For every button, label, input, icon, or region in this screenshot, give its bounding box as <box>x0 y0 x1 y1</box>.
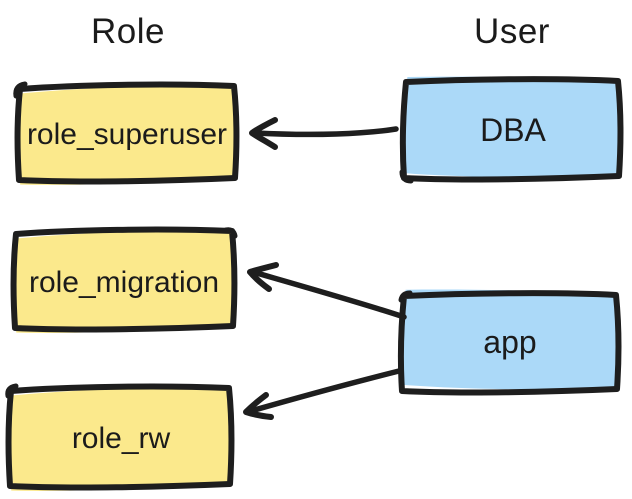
user-column-heading: User <box>474 12 550 51</box>
user-dba-box: DBA <box>399 76 624 184</box>
box-border <box>399 76 624 183</box>
role-migration-label: role_migration <box>29 266 219 299</box>
arrow-app-to-role-rw <box>243 368 402 420</box>
arrow-head <box>243 392 274 420</box>
arrow-head <box>249 117 278 150</box>
corner-stroke <box>13 81 28 99</box>
corner-stroke <box>223 227 238 239</box>
role-rw-label: role_rw <box>72 422 171 455</box>
corner-stroke <box>399 169 414 184</box>
box-border <box>10 226 238 333</box>
box-border <box>5 383 235 491</box>
box-fill-offset <box>13 230 235 333</box>
corner-stroke <box>398 290 413 303</box>
arrow-app-to-role-migration <box>247 262 407 320</box>
box-border <box>14 81 240 185</box>
arrow-dba-to-role-superuser <box>249 117 399 150</box>
user-dba-label: DBA <box>480 112 546 148</box>
role-superuser-box: role_superuser <box>13 81 240 185</box>
corner-stroke <box>5 383 19 399</box>
user-app-box: app <box>397 289 622 396</box>
role-column-heading: Role <box>91 12 165 51</box>
box-fill-offset <box>400 289 619 390</box>
box-fill-offset <box>8 387 232 491</box>
user-app-label: app <box>483 324 536 360</box>
arrow-head <box>247 262 279 292</box>
role-superuser-label: role_superuser <box>27 118 227 151</box>
role-migration-box: role_migration <box>10 226 238 333</box>
arrow-shaft <box>250 269 407 320</box>
role-rw-box: role_rw <box>5 383 235 491</box>
box-fill-offset <box>402 76 621 178</box>
box-border <box>397 290 622 396</box>
arrow-shaft <box>252 126 399 138</box>
box-fill-offset <box>17 85 237 185</box>
arrow-shaft <box>248 368 402 414</box>
